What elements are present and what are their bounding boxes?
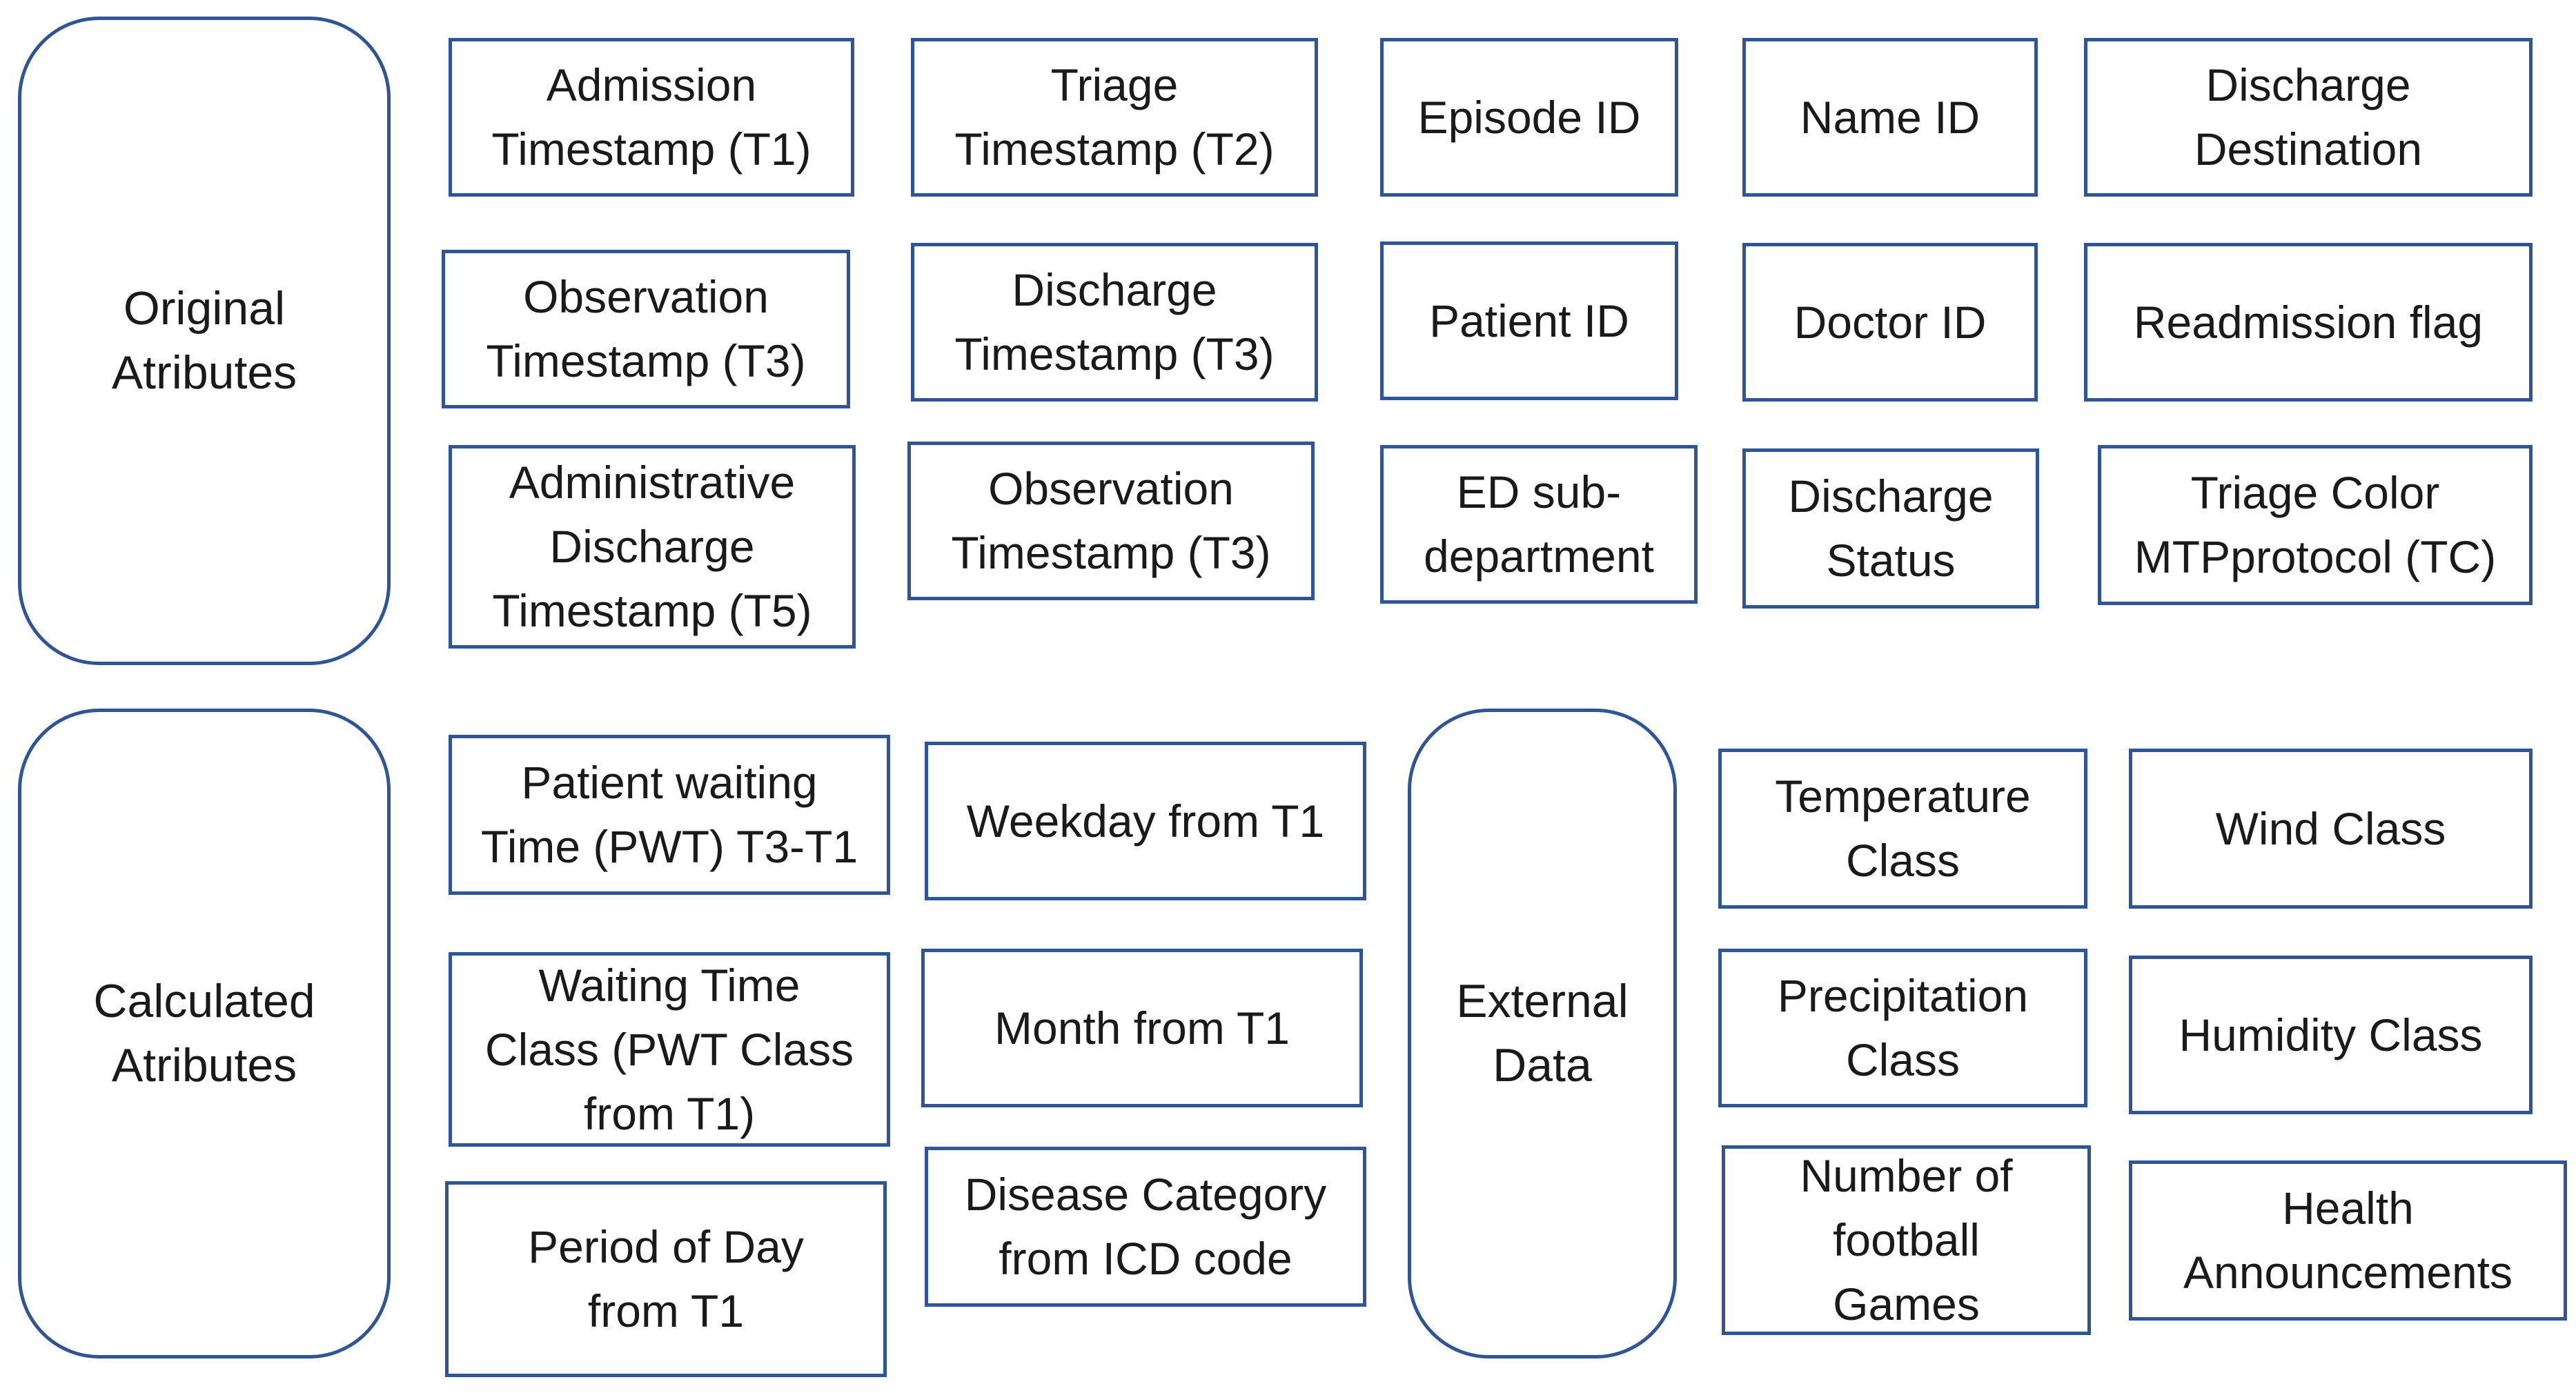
calculated-attributes-group-label: Calculated Atributes <box>93 975 315 1091</box>
attr-observation-timestamp-2: Observation Timestamp (T3) <box>907 442 1315 600</box>
ext-precipitation-class: Precipitation Class <box>1718 949 2087 1107</box>
original-attributes-group: Original Atributes <box>18 17 391 665</box>
attr-discharge-timestamp: Discharge Timestamp (T3) <box>911 243 1318 402</box>
attr-admission-timestamp: Admission Timestamp (T1) <box>449 38 854 197</box>
calculated-attributes-group: Calculated Atributes <box>18 709 391 1359</box>
attr-administrative-discharge-timestamp: Administrative Discharge Timestamp (T5) <box>449 445 856 649</box>
attr-readmission-flag: Readmission flag <box>2084 243 2533 402</box>
ext-wind-class: Wind Class <box>2129 749 2533 909</box>
calc-disease-category: Disease Category from ICD code <box>925 1147 1366 1307</box>
attr-episode-id: Episode ID <box>1380 38 1678 197</box>
external-data-group: External Data <box>1408 709 1677 1359</box>
calc-period-of-day: Period of Day from T1 <box>445 1181 887 1377</box>
ext-temperature-class: Temperature Class <box>1718 749 2087 909</box>
attr-patient-id: Patient ID <box>1380 241 1678 400</box>
attr-triage-color: Triage Color MTPprotocol (TC) <box>2098 445 2533 605</box>
attr-observation-timestamp-1: Observation Timestamp (T3) <box>442 250 850 408</box>
attr-triage-timestamp: Triage Timestamp (T2) <box>911 38 1318 197</box>
ext-humidity-class: Humidity Class <box>2129 956 2533 1114</box>
attr-name-id: Name ID <box>1742 38 2038 197</box>
ext-football-games: Number of football Games <box>1722 1145 2091 1335</box>
attr-discharge-status: Discharge Status <box>1742 448 2039 609</box>
attr-doctor-id: Doctor ID <box>1742 243 2038 402</box>
attr-discharge-destination: Discharge Destination <box>2084 38 2533 197</box>
original-attributes-group-label: Original Atributes <box>111 282 297 399</box>
external-data-group-label: External Data <box>1456 975 1629 1091</box>
calc-weekday: Weekday from T1 <box>925 742 1366 900</box>
ext-health-announcements: Health Announcements <box>2129 1160 2567 1321</box>
calc-waiting-time-class: Waiting Time Class (PWT Class from T1) <box>449 952 890 1147</box>
calc-patient-waiting-time: Patient waiting Time (PWT) T3-T1 <box>449 735 890 895</box>
calc-month: Month from T1 <box>921 949 1363 1107</box>
attr-ed-sub-department: ED sub- department <box>1380 445 1698 604</box>
